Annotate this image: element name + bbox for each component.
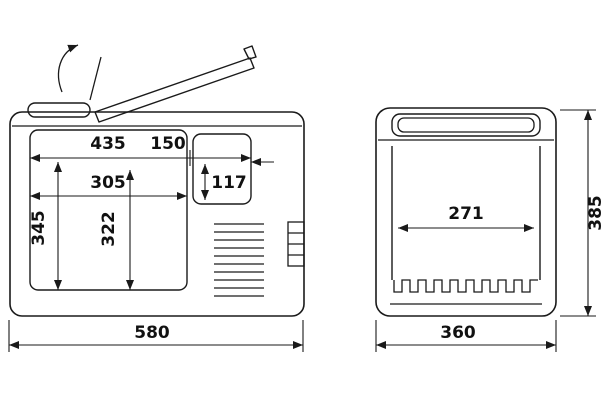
dim-label-385: 385 [586, 195, 606, 231]
dim-compartment-depth: 117 [201, 164, 247, 200]
carry-handle [27, 102, 91, 118]
side-latch [287, 221, 305, 267]
dim-main-compartment-width: 305 [30, 173, 187, 200]
dim-interior-width: 271 [398, 204, 534, 232]
lid-swing-arrow-icon [57, 44, 79, 93]
dim-interior-depth-main: 322 [99, 170, 134, 290]
front-handle-recess-inner [397, 117, 535, 133]
side-body-outline [9, 111, 305, 317]
dim-interior-depth-front: 345 [29, 162, 62, 290]
side-view: 435 150 117 305 345 322 [8, 44, 305, 352]
main-compartment-outline [29, 129, 188, 291]
dim-overall-length: 580 [8, 320, 304, 352]
dim-label-360: 360 [440, 323, 476, 343]
dim-label-305: 305 [90, 173, 126, 193]
lid-open-outline [94, 57, 255, 123]
dim-label-117: 117 [211, 173, 247, 193]
front-inner-walls [391, 146, 541, 280]
lid-edge-line [89, 56, 102, 101]
dim-interior-total-width: 435 150 [30, 134, 274, 166]
side-latch-ribs [288, 232, 304, 256]
dim-overall-width: 360 [375, 320, 557, 352]
dim-label-150: 150 [150, 134, 186, 154]
dim-label-271: 271 [448, 204, 484, 224]
dim-label-580: 580 [134, 323, 170, 343]
front-base-ribs [393, 279, 538, 293]
vent-grille [214, 223, 264, 297]
dim-label-322: 322 [99, 211, 119, 247]
lid-lip [243, 45, 257, 60]
front-handle-recess-outer [391, 113, 541, 137]
dim-overall-height: 385 [560, 109, 606, 317]
dim-label-345: 345 [29, 210, 49, 246]
dim-label-435: 435 [90, 134, 126, 154]
front-view: 271 385 360 [375, 107, 606, 352]
small-compartment-outline [192, 133, 252, 205]
front-body-outline [375, 107, 557, 317]
